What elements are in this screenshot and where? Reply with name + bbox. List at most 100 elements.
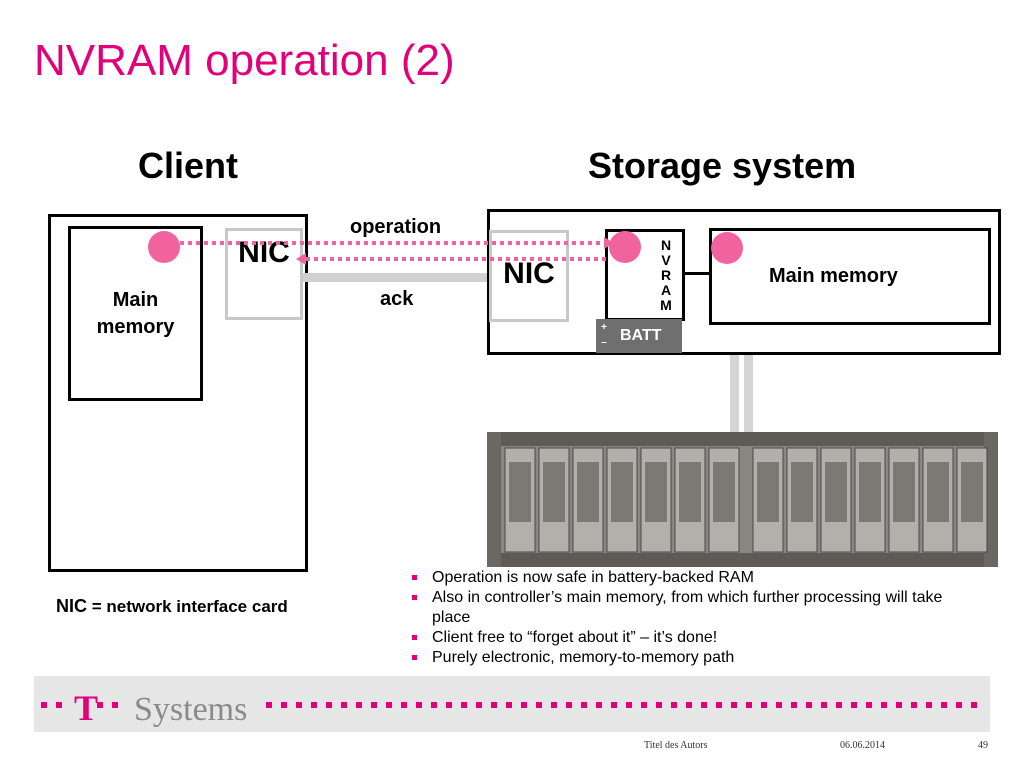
logo-dot	[731, 702, 737, 708]
drive-handle	[961, 462, 983, 522]
logo-dot	[566, 702, 572, 708]
bullet-item: Operation is now safe in battery-backed …	[410, 568, 970, 588]
logo-dot	[806, 702, 812, 708]
nvram-letter: V	[661, 251, 671, 268]
nvram-letter: M	[660, 296, 672, 313]
bullet-item: Purely electronic, memory-to-memory path	[410, 648, 970, 668]
logo-dot	[326, 702, 332, 708]
logo-dot	[611, 702, 617, 708]
bullet-item: Also in controller’s main memory, from w…	[410, 588, 970, 628]
drive-handle	[713, 462, 735, 522]
logo-dot	[656, 702, 662, 708]
logo-dot	[716, 702, 722, 708]
footer-page-number: 49	[978, 740, 988, 751]
logo-dot	[911, 702, 917, 708]
drive-handle	[927, 462, 949, 522]
logo-dot	[356, 702, 362, 708]
battery-plus: +	[601, 322, 607, 333]
drive-handle	[645, 462, 667, 522]
nvram-label: N V R A M	[648, 232, 684, 318]
logo-dot	[506, 702, 512, 708]
battery-label: BATT	[620, 327, 662, 344]
nvram-box: N V R A M	[605, 229, 685, 321]
ack-arrowhead	[296, 253, 306, 265]
logo-dot	[446, 702, 452, 708]
logo-dot	[416, 702, 422, 708]
logo-dot	[851, 702, 857, 708]
logo-dot	[311, 702, 317, 708]
logo-dot	[476, 702, 482, 708]
logo-dot	[941, 702, 947, 708]
storage-main-memory-label: Main memory	[769, 265, 898, 287]
logo-dot	[776, 702, 782, 708]
logo-dot	[281, 702, 287, 708]
nic-definition: NIC = network interface card	[56, 596, 288, 617]
logo-dot	[701, 702, 707, 708]
logo-dot	[866, 702, 872, 708]
logo-dot	[821, 702, 827, 708]
logo-dot	[626, 702, 632, 708]
nvram-memory-connector	[685, 272, 709, 275]
battery-terminals: + –	[598, 320, 610, 352]
logo-dot	[521, 702, 527, 708]
logo-dot	[971, 702, 977, 708]
drive-handle	[611, 462, 633, 522]
client-main-memory-label: Main memory	[96, 288, 175, 338]
logo-dot	[296, 702, 302, 708]
battery: + – BATT	[596, 319, 682, 353]
drive-handle	[757, 462, 779, 522]
logo-dot	[671, 702, 677, 708]
logo-dot	[956, 702, 962, 708]
drive-handle	[825, 462, 847, 522]
storage-heading: Storage system	[588, 145, 857, 186]
logo-dot	[386, 702, 392, 708]
logo-dot	[491, 702, 497, 708]
footer-date: 06.06.2014	[840, 740, 885, 751]
logo-dot	[266, 702, 272, 708]
nic-definition-term: NIC	[56, 596, 87, 616]
drive-handle	[509, 462, 531, 522]
battery-minus: –	[601, 337, 607, 348]
logo-dot	[581, 702, 587, 708]
drive-handle	[543, 462, 565, 522]
t-systems-logo: T Systems	[41, 688, 977, 728]
client-memory-dot	[148, 231, 180, 263]
cable-left	[730, 355, 739, 432]
logo-systems-text: Systems	[134, 691, 247, 728]
storage-nic-box: NIC	[489, 230, 569, 322]
logo-dot	[926, 702, 932, 708]
drive-handle	[893, 462, 915, 522]
bullet-list: Operation is now safe in battery-backed …	[410, 568, 970, 668]
logo-dot	[551, 702, 557, 708]
nvram-letter: N	[660, 236, 672, 253]
drive-handle	[679, 462, 701, 522]
footer-author: Titel des Autors	[644, 740, 708, 751]
logo-dot	[536, 702, 542, 708]
client-main-memory-box: Main memory	[68, 226, 203, 401]
storage-rack-image	[487, 432, 998, 567]
ack-label: ack	[380, 288, 414, 310]
logo-t-letter: T	[74, 688, 98, 728]
logo-dot	[401, 702, 407, 708]
logo-dot	[881, 702, 887, 708]
nvram-letter: A	[660, 281, 672, 298]
operation-label: operation	[350, 216, 442, 238]
logo-dot	[791, 702, 797, 708]
logo-dot	[836, 702, 842, 708]
storage-memory-dot	[711, 232, 743, 264]
logo-dot	[746, 702, 752, 708]
logo-dot	[371, 702, 377, 708]
logo-dot	[596, 702, 602, 708]
drive-handle	[577, 462, 599, 522]
nvram-letter: R	[660, 266, 672, 283]
bullet-item: Client free to “forget about it” – it’s …	[410, 628, 970, 648]
storage-main-memory-box: Main memory	[709, 228, 991, 325]
link-bar	[303, 273, 490, 282]
logo-dot	[341, 702, 347, 708]
nic-definition-text: = network interface card	[87, 597, 288, 616]
logo-dot	[641, 702, 647, 708]
drive-handle	[791, 462, 813, 522]
logo-dot	[461, 702, 467, 708]
drive-handle	[859, 462, 881, 522]
client-heading: Client	[138, 145, 239, 186]
